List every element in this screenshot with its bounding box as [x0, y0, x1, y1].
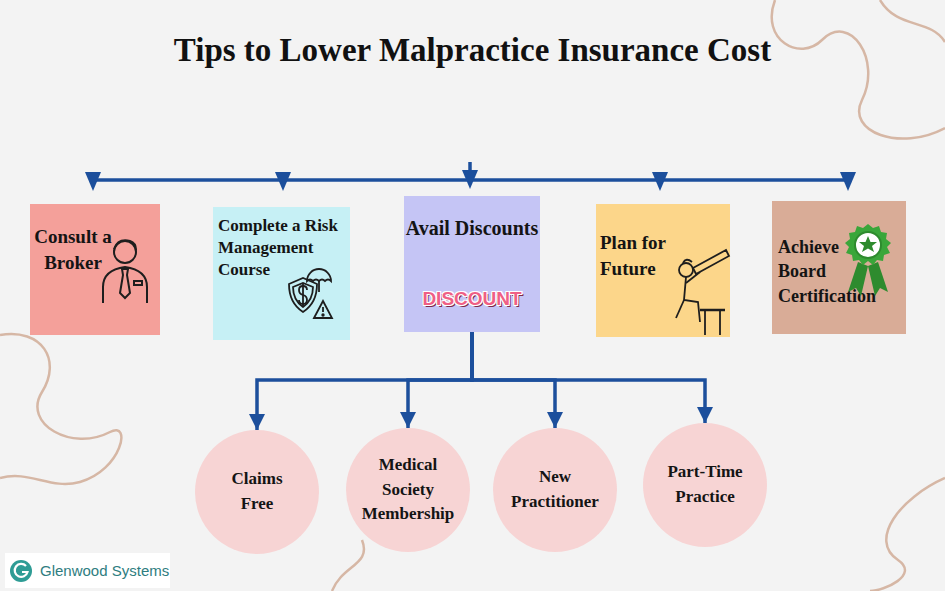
tip-box: Consult a Broker [30, 204, 160, 335]
telescope-icon [683, 260, 692, 263]
node-text: Achieve Board Certification [778, 235, 883, 308]
broker-icon [114, 240, 136, 250]
node-text: Plan for Future [600, 230, 680, 281]
telescope-icon [676, 250, 729, 335]
broker-icon [120, 269, 130, 298]
ribbon-icon [848, 262, 868, 296]
discount-circle: Part-Time Practice [643, 423, 767, 547]
branch-arrow [472, 332, 555, 428]
decor-curve [880, 0, 945, 42]
top-bus [652, 172, 668, 191]
diagram-title: Tips to Lower Malpractice Insurance Cost [0, 32, 945, 69]
broker-icon [134, 281, 142, 285]
ribbon-icon [845, 224, 891, 265]
discount-circle: New Practitioner [493, 428, 617, 552]
telescope-icon [676, 300, 684, 318]
branch-arrow [472, 332, 705, 423]
decor-curve [332, 540, 364, 591]
telescope-icon [679, 263, 693, 277]
node-text: New Practitioner [503, 465, 607, 514]
top-bus [85, 172, 101, 191]
telescope-icon [684, 277, 700, 322]
risk-icon [314, 301, 332, 318]
decor-curve [0, 334, 121, 484]
logo-panel [5, 553, 170, 588]
risk-icon [322, 307, 324, 312]
ribbon-icon [868, 262, 888, 296]
logo-panel [15, 564, 28, 577]
tip-box: Achieve Board Certification [772, 201, 906, 334]
brand-logo-text: Glenwood Systems [40, 562, 169, 579]
node-text: Complete a Risk Management Course [218, 215, 344, 281]
ribbon-icon [845, 224, 891, 296]
risk-icon [289, 278, 317, 312]
top-bus [462, 170, 478, 189]
discount-circle: Medical Society Membership [346, 428, 470, 552]
risk-icon [302, 283, 304, 307]
risk-icon [289, 269, 332, 318]
telescope-icon [704, 310, 706, 335]
telescope-icon [686, 272, 700, 283]
top-bus [840, 172, 856, 191]
broker-icon [114, 241, 136, 263]
node-text: Medical Society Membership [356, 453, 460, 527]
risk-icon [299, 286, 307, 304]
branch-arrow [257, 332, 472, 430]
decor-curve [772, 0, 945, 139]
logo-panel [5, 553, 170, 588]
telescope-icon [719, 310, 721, 335]
decor-curve [870, 478, 945, 591]
node-text: Consult a Broker [32, 224, 114, 275]
tip-box: Complete a Risk Management Course [213, 207, 350, 340]
telescope-icon [693, 250, 729, 274]
logo-panel [10, 560, 32, 582]
broker-icon [103, 267, 147, 303]
risk-icon [293, 283, 313, 307]
tip-box: Avail DiscountsDISCOUNT [404, 196, 540, 332]
branch-arrow [408, 332, 472, 428]
ribbon-icon [855, 232, 881, 258]
broker-icon [103, 240, 147, 303]
top-bus [275, 172, 291, 191]
risk-icon [307, 269, 331, 281]
risk-icon [318, 281, 320, 292]
node-text: Part-Time Practice [655, 460, 755, 509]
ribbon-icon [859, 236, 877, 252]
tip-box: Plan for Future [596, 204, 730, 337]
node-text: Claims Free [217, 467, 297, 516]
top-bus [85, 162, 856, 191]
node-text: Avail Discounts [404, 214, 540, 243]
discount-badge: DISCOUNT [404, 288, 540, 311]
discount-circle: Claims Free [195, 430, 319, 554]
telescope-icon [700, 309, 725, 312]
risk-icon [322, 314, 324, 316]
